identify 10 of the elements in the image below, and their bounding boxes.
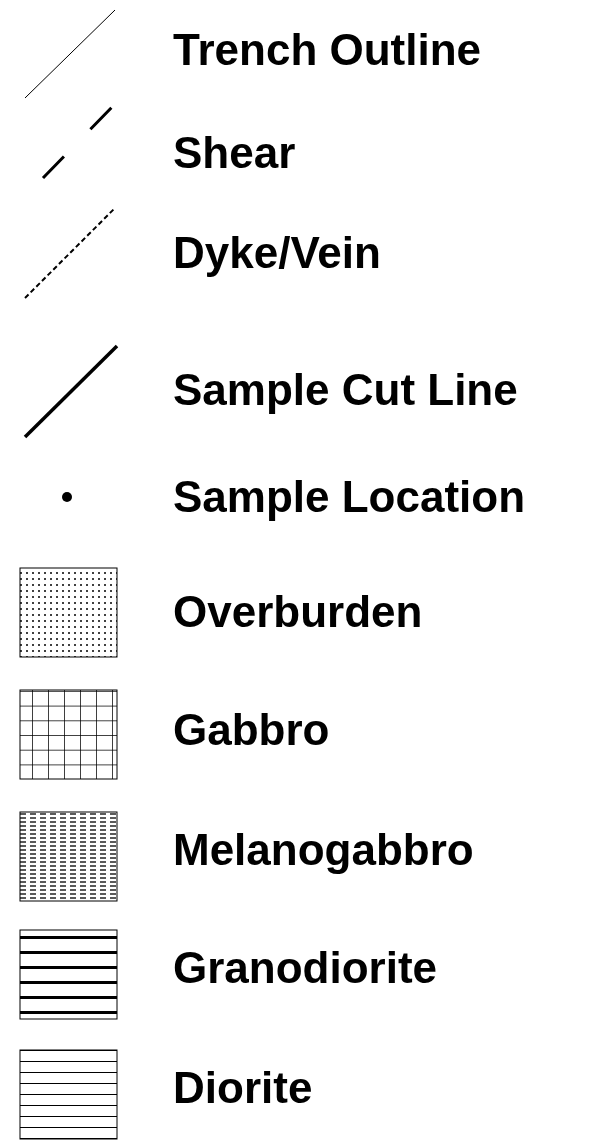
legend-label: Sample Cut Line	[173, 365, 518, 415]
legend-label: Sample Location	[173, 472, 526, 522]
legend-label: Granodiorite	[173, 943, 438, 993]
legend-label: Trench Outline	[173, 25, 482, 75]
legend-label: Dyke/Vein	[173, 228, 381, 278]
legend-label: Overburden	[173, 587, 423, 637]
legend-label: Gabbro	[173, 705, 330, 755]
legend-label: Melanogabbro	[173, 825, 474, 875]
legend-label: Shear	[173, 128, 296, 178]
legend-label: Diorite	[173, 1063, 313, 1113]
